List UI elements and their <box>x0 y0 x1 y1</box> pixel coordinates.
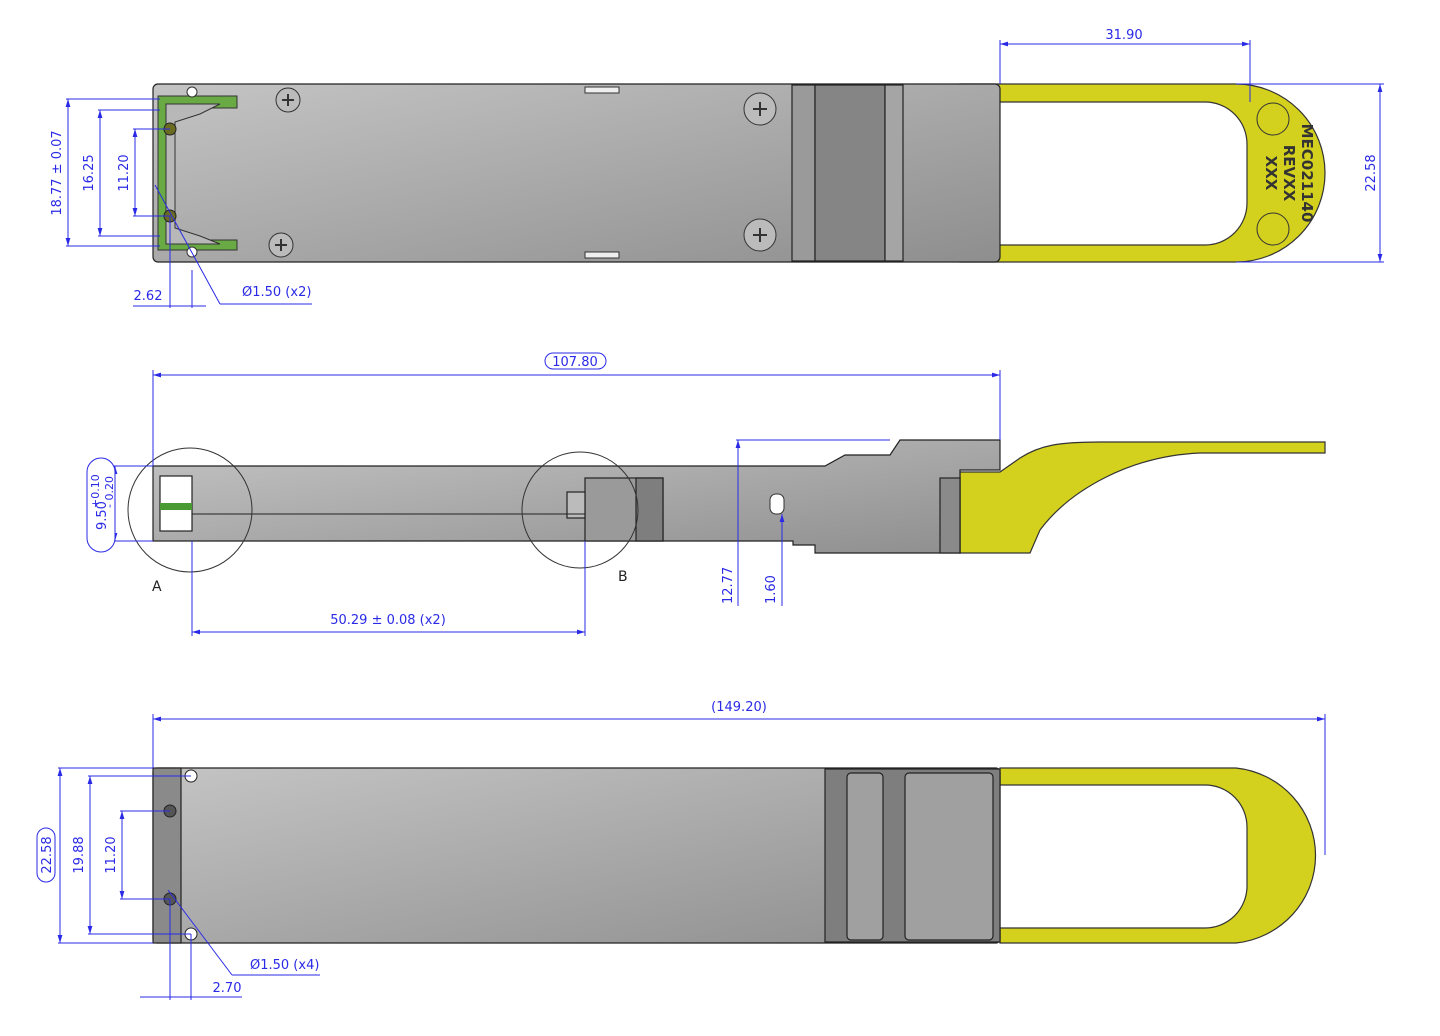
dim-top-height: 22.58 <box>1364 154 1379 191</box>
dim-bottom-hole-pitch: 11.20 <box>104 836 119 873</box>
screw-icon <box>743 218 777 252</box>
dim-hole-spacing: 50.29 ± 0.08 (x2) <box>330 613 446 628</box>
dim-thickness: 9.50 <box>95 501 110 530</box>
dim-offset: 2.62 <box>134 289 163 304</box>
dim-height-2: 1.60 <box>764 575 779 604</box>
dim-body-length: 107.80 <box>552 355 598 370</box>
dim-bottom-pitch: 19.88 <box>72 836 87 873</box>
dim-thickness-tol-plus: +0.10 <box>89 474 102 508</box>
dim-hole-pitch: 11.20 <box>117 154 132 191</box>
dim-overall-length: (149.20) <box>711 700 767 715</box>
screw-icon <box>275 87 301 113</box>
handle-bottom <box>999 767 1317 944</box>
detail-label-b: B <box>618 569 628 585</box>
detail-circle-b <box>521 451 639 569</box>
top-view: MEC021140 REVXX XXX 31.90 22.58 18.77 ± … <box>50 28 1384 308</box>
dim-height-1: 12.77 <box>721 567 736 604</box>
engraving-revision: REVXX <box>1280 145 1298 202</box>
engraving-code: XXX <box>1262 156 1280 191</box>
dim-bottom-offset: 2.70 <box>213 981 242 996</box>
bottom-view: (149.20) 22.58 19.88 11.20 2.70 Ø1.50 (x… <box>36 700 1326 1000</box>
dim-bottom-hole-diameter: Ø1.50 (x4) <box>250 958 319 973</box>
detail-circle-a <box>127 447 253 573</box>
detail-label-a: A <box>152 579 162 595</box>
dim-handle-width: 31.90 <box>1105 28 1142 43</box>
dim-bottom-height: 22.58 <box>40 836 55 873</box>
handle-lever <box>959 441 1326 554</box>
dim-pitch-outer: 18.77 ± 0.07 <box>50 130 65 215</box>
module-body <box>152 83 1001 263</box>
engraving-part-number: MEC021140 <box>1298 124 1316 223</box>
side-view: A B 107.80 9.50 +0.10 - 0.20 50.29 ± 0.0… <box>86 352 1326 636</box>
dim-thickness-tol-minus: - 0.20 <box>103 476 116 508</box>
screw-icon <box>268 232 294 258</box>
dim-hole-diameter: Ø1.50 (x2) <box>242 285 311 300</box>
dim-pitch-mid: 16.25 <box>82 154 97 191</box>
screw-icon <box>743 92 777 126</box>
